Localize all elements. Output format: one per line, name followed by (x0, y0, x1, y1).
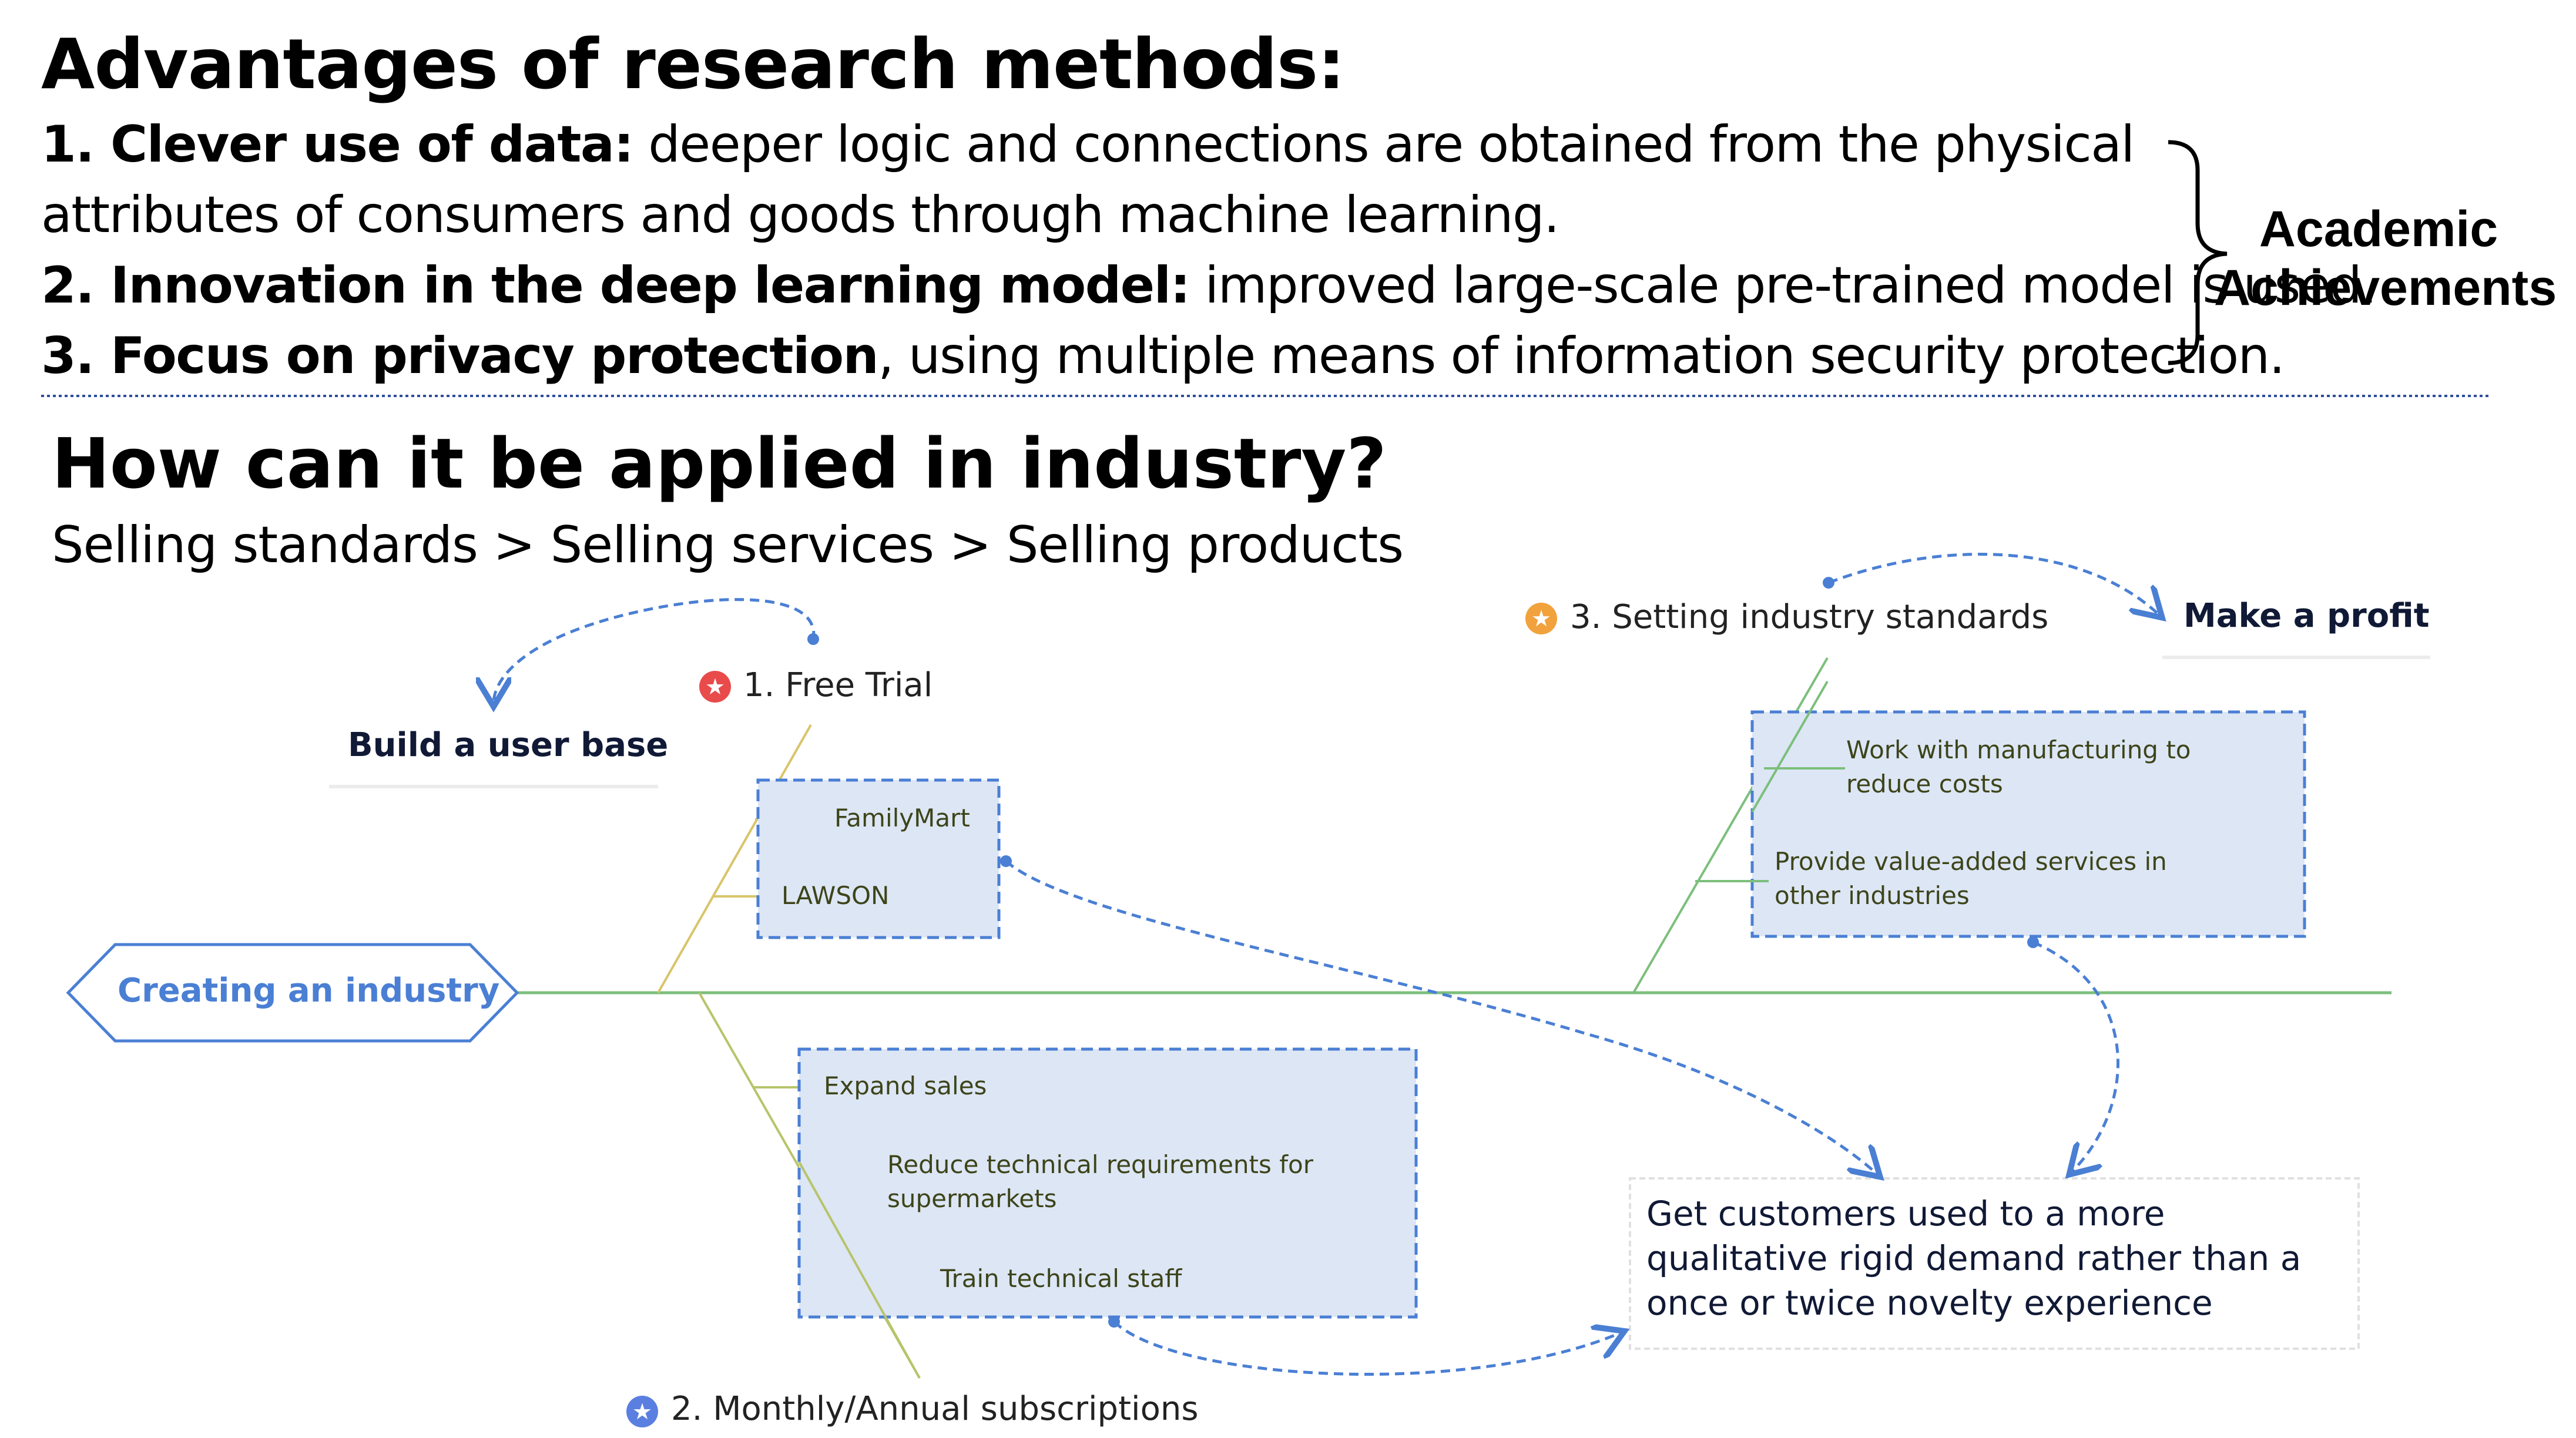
point-1: 1. Clever use of data: deeper logic and … (41, 109, 2135, 180)
point-2: 2. Innovation in the deep learning model… (41, 250, 2377, 321)
arrow-start-dot-5 (1108, 1316, 1120, 1328)
root-node-label: Creating an industry (118, 972, 500, 1010)
note-box (1629, 1177, 2360, 1350)
arrow-start-dot-3 (1000, 855, 1012, 867)
star-icon: ★ (699, 671, 731, 703)
branch-1-line (657, 724, 812, 993)
academic-label-line2: Achievements (2214, 260, 2557, 316)
arrow-free-trial-to-user-base (494, 598, 816, 704)
star-icon: ★ (1525, 603, 1557, 634)
make-profit-underline (2162, 656, 2430, 659)
branch-3-line-over (1751, 681, 1829, 812)
section-subtitle: Selling standards > Selling services > S… (52, 516, 1404, 574)
arrow-familymart-to-note (1005, 860, 1878, 1175)
leaf-reduce-requirements: Reduce technical requirements for superm… (887, 1150, 1313, 1213)
point-1-text: deeper logic and connections are obtaine… (633, 115, 2135, 174)
bracket-shape (2168, 140, 2228, 365)
leaf-manufacturing: Work with manufacturing to reduce costs (1846, 735, 2191, 798)
leaf-value-added: Provide value-added services in other in… (1775, 847, 2167, 910)
point-2-bold: 2. Innovation in the deep learning model… (41, 256, 1190, 315)
point-1-cont-text: attributes of consumers and goods throug… (41, 186, 1559, 244)
star-icon: ★ (626, 1396, 658, 1427)
arrow-box2-to-note (1113, 1321, 1622, 1376)
arrow-start-dot-1 (807, 633, 819, 645)
academic-achievements-label: Academic Achievements (2214, 200, 2557, 317)
point-2-text: improved large-scale pre-trained model i… (1189, 256, 2377, 315)
make-profit-label: Make a profit (2183, 597, 2430, 635)
leaf-expand-sales: Expand sales (824, 1071, 987, 1100)
section-title: How can it be applied in industry? (52, 423, 1387, 504)
leaf-lawson: LAWSON (781, 881, 890, 910)
point-3: 3. Focus on privacy protection, using mu… (41, 321, 2285, 391)
point-3-text: , using multiple means of information se… (878, 327, 2285, 385)
root-node-shape (66, 943, 519, 1043)
point-3-bold: 3. Focus on privacy protection (41, 327, 879, 385)
arrow-box3-to-note (2032, 940, 2119, 1172)
arrow-start-dot-4 (2027, 936, 2039, 948)
leaf-train-staff: Train technical staff (940, 1264, 1182, 1293)
branch-2-line-over (798, 1161, 921, 1379)
arrow-start-dot-2 (1823, 577, 1834, 589)
note-text: Get customers used to a more qualitative… (1646, 1194, 2302, 1323)
branch-3-label: 3. Setting industry standards (1570, 598, 2049, 636)
branch-2-box (797, 1047, 1418, 1319)
branch-1-label: 1. Free Trial (743, 666, 933, 704)
leaf-familymart: FamilyMart (834, 804, 970, 832)
build-user-base-underline (329, 785, 658, 788)
arrow-standards-to-profit (1828, 553, 2160, 616)
branch-2-label: 2. Monthly/Annual subscriptions (671, 1390, 1199, 1428)
branch-3-box (1750, 710, 2306, 938)
point-1-cont: attributes of consumers and goods throug… (41, 180, 1559, 250)
slide-title: Advantages of research methods: (41, 23, 1345, 105)
branch-1-box (756, 778, 1001, 939)
academic-label-line1: Academic (2259, 201, 2498, 257)
point-1-bold: 1. Clever use of data: (41, 115, 634, 174)
build-user-base-label: Build a user base (348, 726, 669, 764)
